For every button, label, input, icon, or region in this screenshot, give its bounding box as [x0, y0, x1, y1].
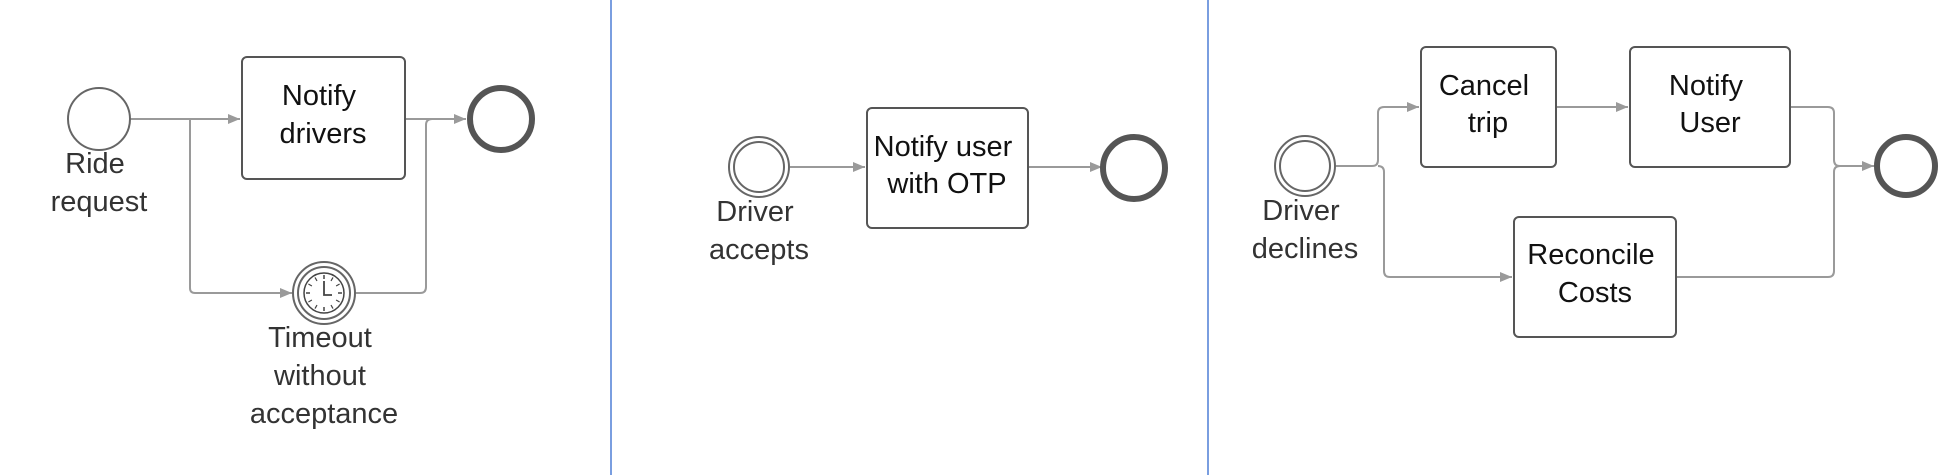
sequence-flow — [1336, 102, 1419, 167]
start-event-label: Driver declines — [1252, 195, 1358, 265]
task-notify-user[interactable] — [1629, 46, 1791, 168]
task-label: Notify User — [1669, 70, 1751, 139]
start-event[interactable] — [1274, 135, 1336, 197]
clock-icon — [303, 272, 345, 314]
timer-event-label: Timeout without acceptance — [250, 322, 398, 430]
task-label: Notify drivers — [279, 80, 366, 150]
panel-ride-request: Ride request Notify drivers — [51, 56, 535, 430]
end-event[interactable] — [467, 85, 535, 153]
end-event[interactable] — [1100, 134, 1168, 202]
panel-driver-declines: Driver declines Cancel trip Notify User … — [1252, 46, 1938, 338]
start-event[interactable] — [728, 136, 790, 198]
end-event[interactable] — [1874, 134, 1938, 198]
task-notify-drivers[interactable] — [241, 56, 406, 180]
sequence-flow — [1676, 165, 1841, 278]
panel-driver-accepts: Driver accepts Notify user with OTP — [709, 107, 1168, 266]
task-label: Notify user with OTP — [874, 131, 1021, 200]
task-label: Cancel trip — [1439, 70, 1537, 139]
task-reconcile-costs[interactable] — [1513, 216, 1677, 338]
start-event-label: Driver accepts — [709, 196, 809, 266]
task-cancel-trip[interactable] — [1420, 46, 1557, 168]
start-event-label: Ride request — [51, 148, 148, 218]
sequence-flow — [189, 119, 292, 298]
sequence-flow — [1790, 106, 1874, 171]
timer-event[interactable] — [292, 261, 356, 325]
start-event[interactable] — [67, 87, 131, 151]
sequence-flow — [355, 118, 433, 294]
task-label: Reconcile Costs — [1527, 239, 1662, 309]
sequence-flow — [1377, 165, 1512, 282]
task-notify-user-otp[interactable] — [866, 107, 1029, 229]
